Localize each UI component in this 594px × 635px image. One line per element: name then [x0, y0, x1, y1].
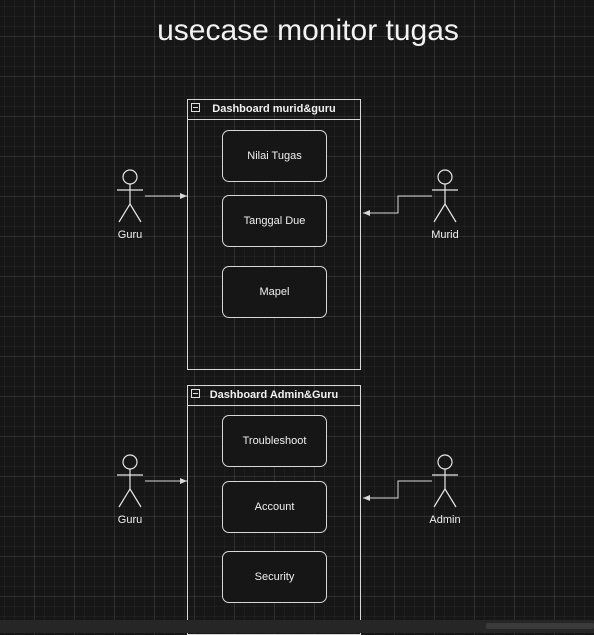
container-title: Dashboard Admin&Guru: [209, 389, 339, 401]
actor-murid-icon[interactable]: [432, 169, 458, 223]
usecase-security[interactable]: Security: [222, 551, 327, 603]
actor-guru-top-icon[interactable]: [117, 169, 143, 223]
actor-label-murid: Murid: [431, 229, 459, 241]
container-title: Dashboard murid&guru: [212, 103, 336, 115]
container-header: Dashboard murid&guru: [188, 100, 360, 120]
usecase-mapel[interactable]: Mapel: [222, 266, 327, 318]
horizontal-scrollbar[interactable]: [0, 620, 594, 633]
collapse-icon[interactable]: [191, 389, 200, 398]
usecase-troubleshoot[interactable]: Troubleshoot: [222, 415, 327, 467]
usecase-nilai-tugas[interactable]: Nilai Tugas: [222, 130, 327, 182]
actor-label-admin: Admin: [429, 514, 461, 526]
usecase-tanggal-due[interactable]: Tanggal Due: [222, 195, 327, 247]
diagram-title: usecase monitor tugas: [157, 14, 459, 47]
connector-admin-to-dashboard-admin-guru: [363, 480, 432, 501]
actor-label-guru-top: Guru: [117, 229, 143, 241]
actor-admin-icon[interactable]: [432, 454, 458, 508]
system-boundary-dashboard-murid-guru[interactable]: Dashboard murid&guru: [187, 99, 361, 370]
connector-murid-to-dashboard-murid-guru: [363, 195, 432, 216]
actor-label-guru-bottom: Guru: [117, 514, 143, 526]
collapse-icon[interactable]: [191, 103, 200, 112]
container-header: Dashboard Admin&Guru: [188, 386, 360, 406]
usecase-account[interactable]: Account: [222, 481, 327, 533]
scrollbar-thumb[interactable]: [486, 623, 594, 629]
actor-guru-bottom-icon[interactable]: [117, 454, 143, 508]
